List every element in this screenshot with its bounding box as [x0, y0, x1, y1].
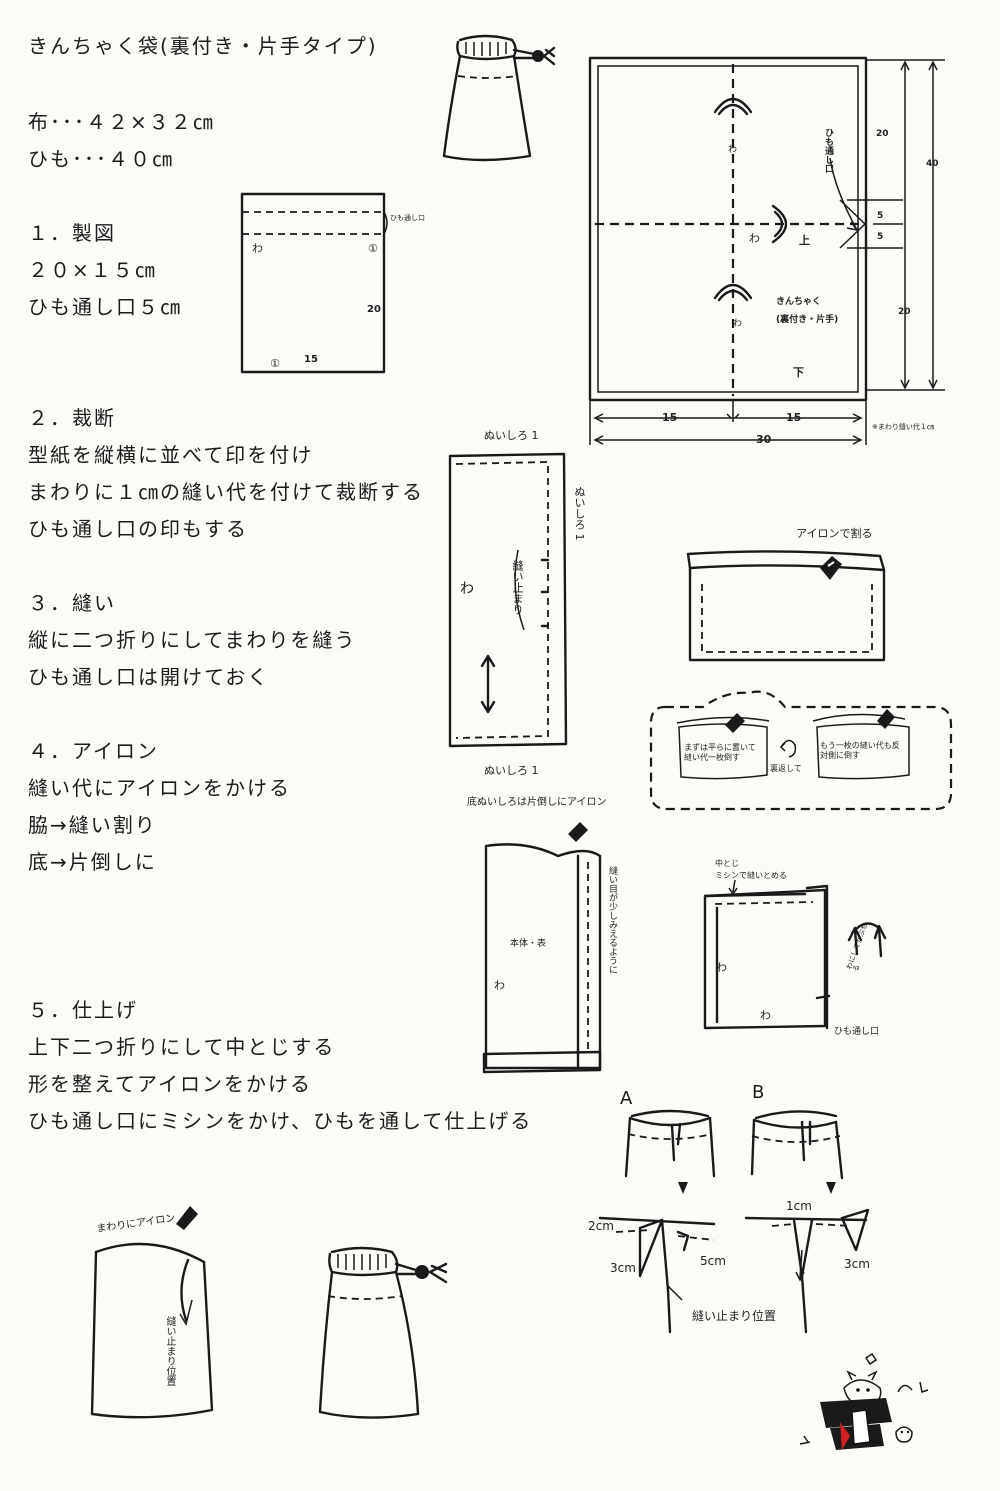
sewing-diagram [448, 452, 568, 748]
stop-point-label: 縫い止まり [511, 560, 524, 615]
draft-fold-label: わ [252, 242, 263, 255]
tack-label: 中とじ [715, 859, 739, 868]
step5-line: 形を整えてアイロンをかける [28, 1072, 312, 1096]
fold-tack-diagram [703, 879, 887, 1030]
fold-string-opening-label: ひも通し口 [834, 1027, 880, 1037]
sewing-fold-label: わ [460, 581, 476, 597]
finish-3cm-b: 3cm [844, 1257, 870, 1271]
draft-width-label: 15 [304, 354, 318, 365]
layout-name-line2: (裏付き・片手) [776, 315, 839, 325]
layout-fold-middle: わ [749, 232, 760, 245]
tack-note: ミシンで縫いとめる [715, 871, 787, 880]
seam-visible-note: 縫い目が少しみえるように [607, 866, 617, 974]
dim-20-bottom: 20 [898, 307, 911, 317]
step2-heading: ２．裁断 [28, 406, 116, 430]
finish-diagram [598, 1109, 870, 1334]
layout-name-line1: きんちゃく [776, 297, 822, 307]
body-right-side-label: 本体・表 [510, 939, 547, 949]
ironing-tip-box [649, 690, 953, 811]
layout-up-label: 上 [799, 234, 810, 247]
finish-label-b: B [752, 1082, 767, 1103]
pig-sewing-machine-icon [799, 1352, 929, 1450]
step4-line: 脇→縫い割り [28, 813, 157, 837]
step5-line: 上下二つ折りにして中とじする [28, 1035, 336, 1059]
step3-heading: ３．縫い [28, 591, 116, 615]
fold-b-label: わ [760, 1009, 771, 1022]
layout-string-opening-label: ひも通し口 [823, 128, 833, 173]
tip-note-right: もう一枚の縫い代も反対側に倒す [820, 741, 900, 761]
material-cloth: 布･･･４２×３２㎝ [28, 110, 215, 134]
draft-mark-right: ① [368, 242, 378, 255]
step3-line: ひも通し口は開けておく [28, 665, 270, 689]
step4-line: 底→片倒しに [28, 850, 157, 874]
page-title: きんちゃく袋(裏付き・片手タイプ) [28, 34, 378, 58]
stop-position-label: 縫い止まり位置 [692, 1309, 777, 1323]
material-string: ひも･･･４０㎝ [28, 147, 174, 171]
seam-right-label: ぬいしろ 1 [573, 486, 586, 541]
step1-line: ２０×１５㎝ [28, 258, 157, 282]
step5-line: ひも通し口にミシンをかけ、ひもを通して仕上げる [28, 1109, 533, 1133]
bottom-fold-label: わ [494, 979, 505, 992]
step4-heading: ４．アイロン [28, 739, 159, 763]
dim-5-lower: 5 [877, 232, 884, 242]
draft-string-opening-label: ひも通し口 [390, 214, 425, 222]
dim-15-left: 15 [662, 411, 678, 424]
step2-line: まわりに１㎝の縫い代を付けて裁断する [28, 480, 424, 504]
bottom-seam-diagram [482, 822, 602, 1074]
finish-1cm: 1cm [786, 1199, 812, 1213]
press-open-diagram [686, 550, 886, 662]
step5-heading: ５．仕上げ [28, 998, 138, 1022]
stop-position-vertical-label: 縫い止まり位置 [164, 1316, 175, 1386]
dim-40: 40 [926, 159, 939, 169]
step1-heading: １．製図 [28, 221, 116, 245]
drawstring-bag-illustration [442, 34, 556, 162]
dim-15-right: 15 [786, 411, 802, 424]
finish-5cm: 5cm [700, 1254, 726, 1268]
fold-a-label: わ [716, 961, 727, 974]
seam-allowance-note: ※まわり縫い代１㎝ [872, 423, 934, 431]
dim-30: 30 [756, 433, 772, 446]
seam-top-label: ぬいしろ 1 [484, 429, 539, 442]
step2-line: ひも通し口の印もする [28, 517, 248, 541]
layout-fold-top: わ [728, 145, 738, 155]
dim-5-upper: 5 [877, 211, 884, 221]
iron-around-diagram [90, 1206, 214, 1419]
finished-bag-illustration [318, 1246, 448, 1419]
draft-mark-bottom: ① [270, 357, 280, 370]
bottom-seam-note: 底ぬいしろは片倒しにアイロン [467, 797, 607, 808]
step3-line: 縦に二つ折りにしてまわりを縫う [28, 628, 357, 652]
step1-line: ひも通し口５㎝ [28, 295, 182, 319]
tip-flip-label: 裏返して [770, 764, 802, 773]
step2-line: 型紙を縦横に並べて印を付け [28, 443, 314, 467]
cutting-layout-diagram [588, 56, 945, 445]
dim-20-top: 20 [876, 129, 889, 139]
seam-bottom-label: ぬいしろ 1 [484, 764, 539, 777]
finish-label-a: A [620, 1088, 635, 1109]
finish-3cm-a: 3cm [610, 1261, 636, 1275]
tip-note-left: まずは平らに置いて縫い代一枚倒す [684, 743, 756, 763]
draft-height-label: 20 [367, 304, 381, 315]
draft-diagram [240, 192, 388, 374]
finish-2cm: 2cm [588, 1219, 614, 1233]
layout-fold-bottom: わ [733, 319, 743, 329]
step4-line: 縫い代にアイロンをかける [28, 776, 291, 800]
press-open-label: アイロンで割る [796, 527, 873, 540]
layout-down-label: 下 [793, 366, 804, 379]
